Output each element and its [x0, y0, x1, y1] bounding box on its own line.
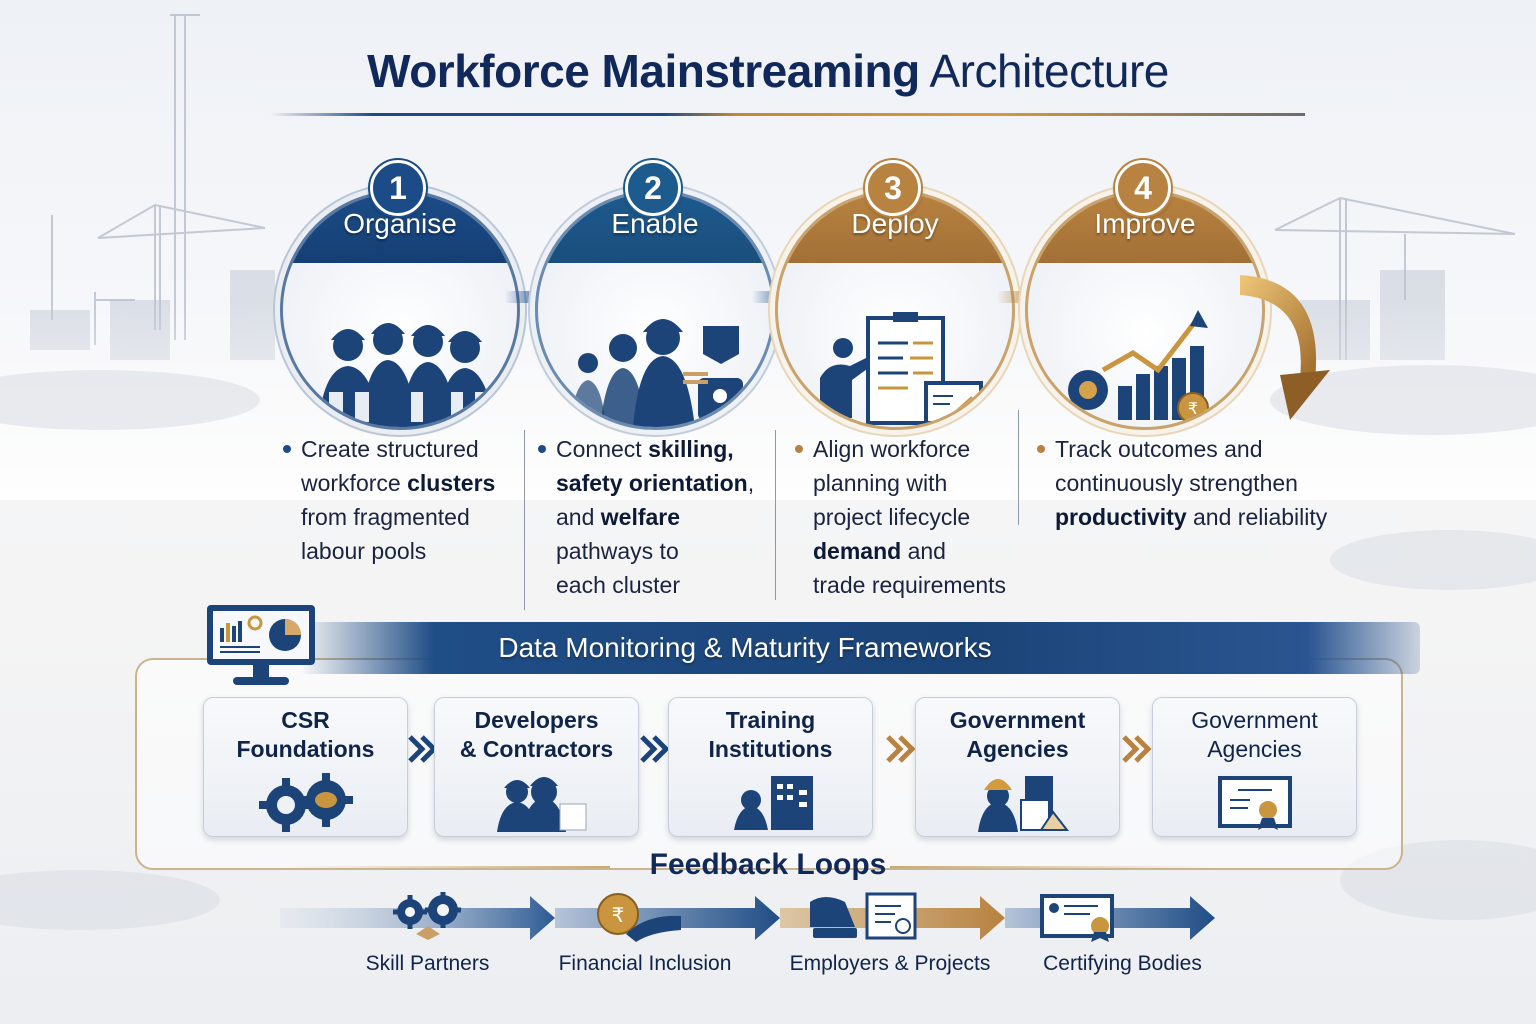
- hardhat-worker-icon: [977, 776, 1069, 832]
- step-1-description: Create structured workforce clusters from …: [283, 432, 495, 568]
- card-title-line2: & Contractors: [459, 736, 614, 762]
- certificate-seal-icon: [1040, 894, 1114, 942]
- description-line: Connect skilling,: [538, 432, 754, 466]
- description-line: trade requirements: [813, 572, 1007, 598]
- title-bold-part: Workforce Mainstreaming: [367, 45, 920, 97]
- step-number-badge: 3: [865, 160, 921, 216]
- card-title-line1: Developers: [474, 707, 599, 733]
- card-title-line1: CSR: [281, 707, 330, 733]
- card-title-line1: Government: [1191, 707, 1318, 733]
- planning-clipboard-icon: [820, 312, 983, 425]
- data-monitoring-banner: [300, 622, 1420, 674]
- feedback-loops-title: Feedback Loops: [649, 848, 887, 881]
- description-line: Track outcomes and: [1037, 432, 1327, 466]
- description-line: labour pools: [301, 538, 427, 564]
- step-deploy: Deploy 3: [775, 160, 1015, 430]
- step-4-description: Track outcomes and continuously strengthe…: [1037, 432, 1327, 534]
- column-divider: [775, 430, 776, 600]
- curved-loop-arrow-icon: [1240, 275, 1330, 420]
- gears-icon: [258, 773, 353, 832]
- card-title: Developers & Contractors: [435, 706, 638, 764]
- feedback-item-skill-partners[interactable]: Skill Partners: [365, 952, 490, 975]
- description-line: planning with: [813, 470, 948, 496]
- svg-text:₹: ₹: [1188, 399, 1198, 418]
- bullet-icon: [1037, 444, 1045, 453]
- contractors-icon: [496, 777, 586, 832]
- data-monitoring-title: Data Monitoring & Maturity Frameworks: [498, 632, 992, 663]
- documents-certificate-icon: [810, 892, 917, 940]
- description-line: safety orientation,: [556, 470, 755, 496]
- stakeholder-card-csr-foundations[interactable]: CSR Foundations: [203, 697, 408, 837]
- description-line: pathways to: [556, 538, 679, 564]
- institution-building-icon: [733, 776, 813, 830]
- worker-training-icon: [570, 319, 743, 427]
- double-chevron-right-icon: [640, 735, 670, 763]
- step-circle: [280, 190, 520, 430]
- feedback-divider-right: [890, 866, 1220, 868]
- skill-partners-gears-icon: [393, 892, 461, 940]
- card-title: CSR Foundations: [204, 706, 407, 764]
- certificate-icon: [1217, 776, 1292, 830]
- page-title: Workforce Mainstreaming Architecture: [0, 44, 1536, 98]
- step-3-description: Align workforce planning with project life…: [795, 432, 1006, 602]
- workers-group-icon: [318, 323, 495, 427]
- description-line: productivity and reliability: [1055, 504, 1328, 530]
- feedback-divider-left: [280, 866, 610, 868]
- bullet-icon: [283, 444, 291, 453]
- feedback-item-employers-projects[interactable]: Employers & Projects: [789, 952, 991, 975]
- description-line: demand and: [813, 538, 946, 564]
- step-enable: Enable 2: [535, 160, 775, 430]
- description-line: workforce clusters: [301, 470, 496, 496]
- double-chevron-right-icon: [886, 735, 916, 763]
- step-circle: [775, 190, 1015, 430]
- card-title-line2: Institutions: [708, 736, 833, 762]
- description-line: continuously strengthen: [1055, 470, 1298, 496]
- feedback-item-financial-inclusion[interactable]: Financial Inclusion: [558, 952, 732, 975]
- growth-chart-icon: ₹: [1068, 310, 1209, 424]
- description-line: from fragmented: [301, 504, 470, 530]
- description-line: Align workforce: [795, 432, 1006, 466]
- card-title-line2: Agencies: [966, 736, 1069, 762]
- column-divider: [524, 430, 525, 610]
- title-regular-part: Architecture: [929, 45, 1169, 97]
- step-circle: ₹: [1025, 190, 1265, 430]
- step-2-description: Connect skilling, safety orientation, and …: [538, 432, 754, 602]
- card-title-line1: Government: [949, 707, 1086, 733]
- card-title-line1: Training: [725, 707, 816, 733]
- step-number-badge: 4: [1115, 160, 1171, 216]
- bullet-icon: [795, 444, 803, 453]
- step-organise: Organise 1: [280, 160, 520, 430]
- card-title-line2: Agencies: [1207, 736, 1302, 762]
- bullet-icon: [538, 444, 546, 453]
- card-title-line2: Foundations: [236, 736, 375, 762]
- title-divider: [270, 113, 1305, 116]
- description-line: each cluster: [556, 572, 681, 598]
- description-line: Create structured: [283, 432, 495, 466]
- monitor-dashboard-icon: [207, 605, 315, 685]
- step-number-badge: 2: [625, 160, 681, 216]
- rupee-coin-hand-icon: ₹: [597, 893, 681, 942]
- stakeholder-card-developers-contractors[interactable]: Developers & Contractors: [434, 697, 639, 837]
- step-circle: [535, 190, 775, 430]
- svg-text:₹: ₹: [612, 903, 625, 927]
- step-improve: ₹ Improve 4: [1025, 160, 1265, 430]
- description-line: project lifecycle: [813, 504, 971, 530]
- double-chevron-right-icon: [1122, 735, 1152, 763]
- column-divider: [1018, 410, 1019, 525]
- description-line: and welfare: [556, 504, 681, 530]
- step-number-badge: 1: [370, 160, 426, 216]
- feedback-item-certifying-bodies[interactable]: Certifying Bodies: [1043, 952, 1202, 975]
